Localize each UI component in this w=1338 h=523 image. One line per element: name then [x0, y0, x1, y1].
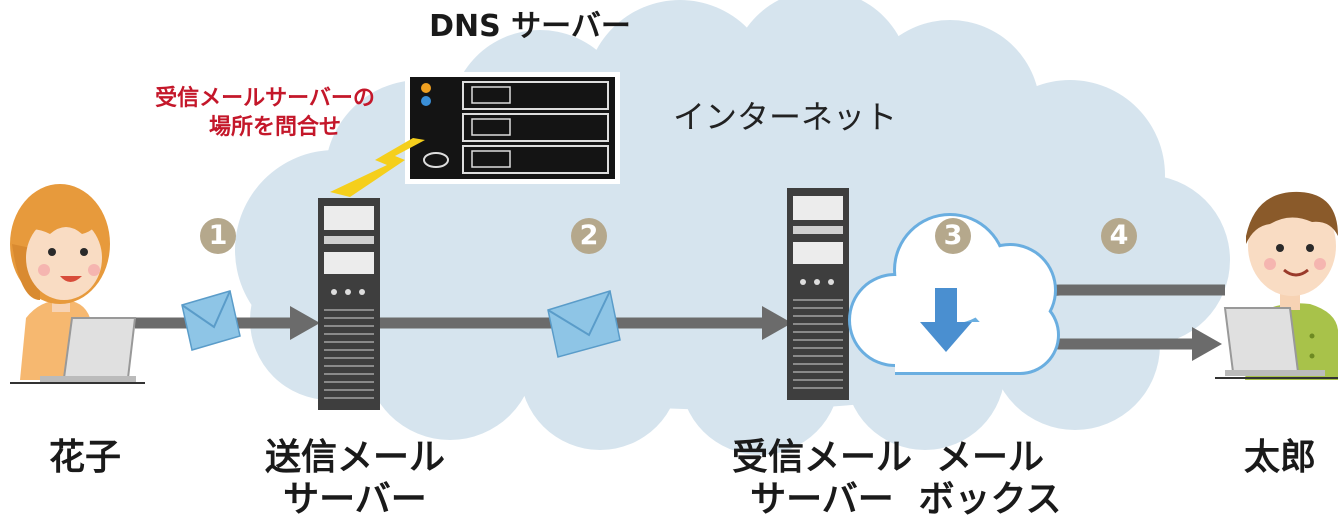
taro-label: 太郎	[1243, 437, 1316, 478]
taro-person-icon	[1215, 191, 1338, 380]
internet-cloud	[235, 0, 1230, 455]
internet-label: インターネット	[672, 98, 897, 136]
receiving-server-label-line2: サーバー	[750, 479, 894, 520]
step-badge-2: 2	[571, 218, 607, 254]
receiving-server-icon	[787, 188, 849, 400]
sending-server-label-line2: サーバー	[283, 479, 427, 520]
envelope-icon	[547, 290, 621, 358]
step-badge-3: 3	[935, 218, 971, 254]
dns-server-title: DNS サーバー	[429, 9, 631, 44]
sending-server-icon	[318, 198, 380, 410]
step-badge-4: 4	[1101, 218, 1137, 254]
envelope-icon	[181, 290, 241, 351]
hanako-label: 花子	[48, 437, 121, 478]
hanako-person-icon	[10, 184, 145, 384]
dns-server-icon	[405, 72, 620, 184]
mailbox-cloud-icon	[848, 213, 1060, 375]
step-badge-1: 1	[200, 218, 236, 254]
dns-query-note-line1: 受信メールサーバーの	[155, 86, 375, 111]
sending-server-label-line1: 送信メール	[264, 437, 445, 478]
receiving-server-label-line1: 受信メール	[731, 437, 912, 478]
dns-query-note-line2: 場所を問合せ	[208, 115, 341, 140]
lightning-icon	[330, 138, 425, 197]
mailbox-label-line2: ボックス	[918, 479, 1062, 520]
mailbox-label-line1: メール	[935, 437, 1044, 478]
